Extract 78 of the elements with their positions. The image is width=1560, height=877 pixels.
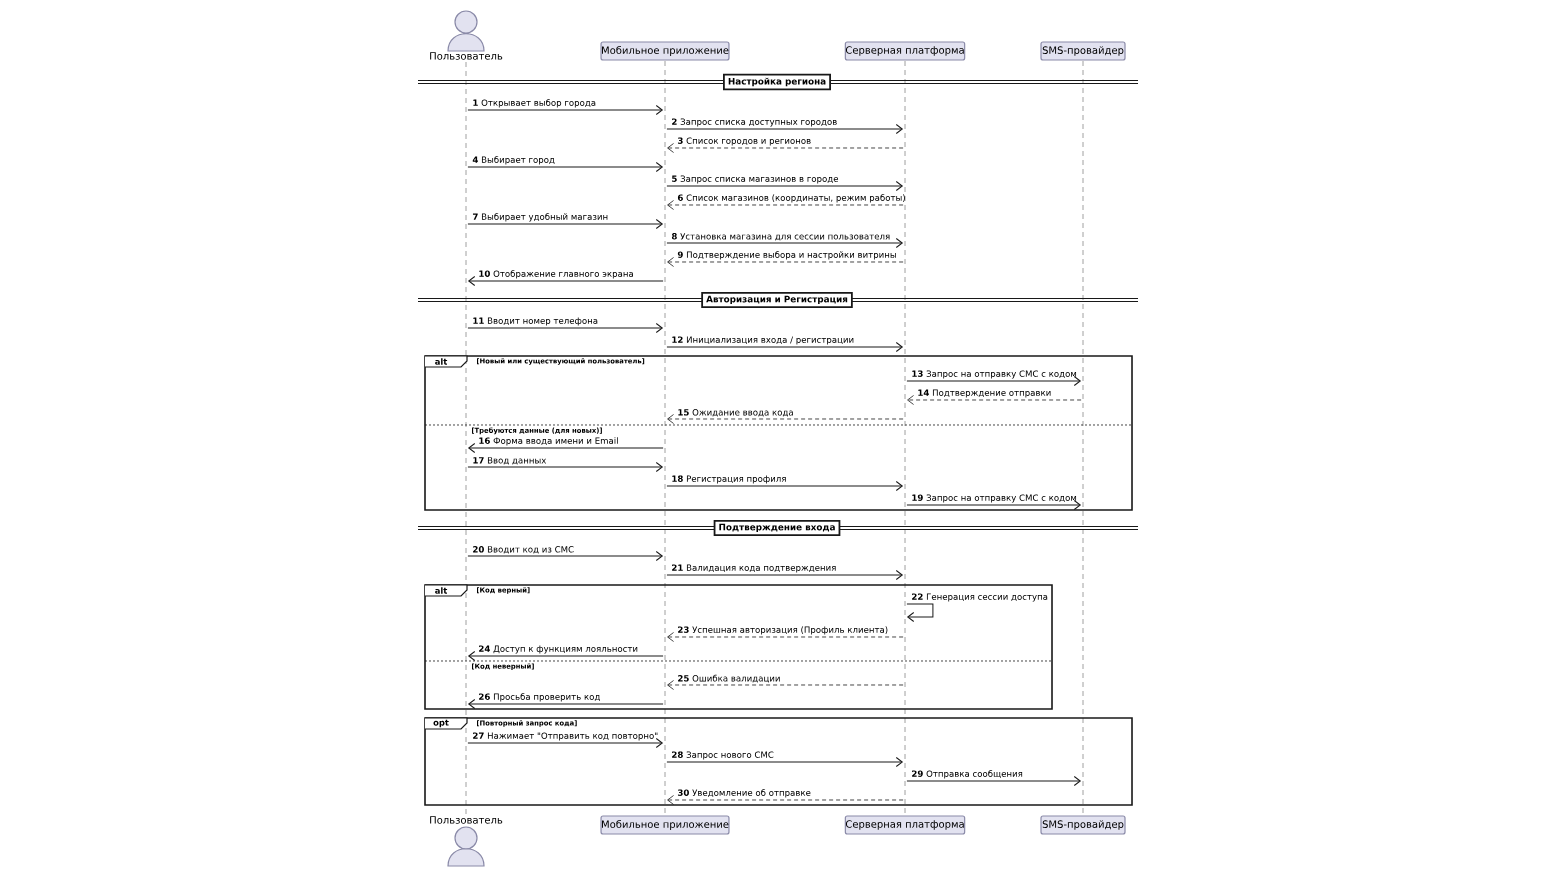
- participant-box: SMS-провайдер: [1040, 41, 1126, 61]
- edge-label: 11 Вводит номер телефона: [473, 317, 598, 326]
- edge-label: 12 Инициализация входа / регистрации: [672, 336, 854, 345]
- message-arrow: [667, 200, 904, 210]
- message-arrow: [666, 570, 903, 580]
- participant-box: Серверная платформа: [844, 815, 966, 835]
- edge-label: 21 Валидация кода подтверждения: [672, 564, 836, 573]
- message-arrow: [468, 443, 664, 453]
- message-arrow: [666, 238, 903, 248]
- edge-label: 24 Доступ к функциям лояльности: [479, 645, 638, 654]
- message-arrow: [667, 143, 904, 153]
- message-arrow: [467, 738, 663, 748]
- actor-label: Пользователь: [430, 816, 503, 824]
- message-arrow: [666, 757, 903, 767]
- participant-box: SMS-провайдер: [1040, 815, 1126, 835]
- message-arrow: [667, 795, 904, 805]
- edge-label: 29 Отправка сообщения: [912, 770, 1023, 779]
- edge-label: 7 Выбирает удобный магазин: [472, 213, 608, 222]
- edge-label: 26 Просьба проверить код: [479, 693, 600, 702]
- lifeline: [1082, 60, 1084, 816]
- message-arrow: [468, 276, 664, 286]
- edge-label: 20 Вводит код из СМС: [473, 546, 574, 554]
- message-arrow: [907, 395, 1082, 405]
- edge-label: 3 Список городов и регионов: [677, 137, 811, 146]
- message-arrow: [468, 699, 664, 709]
- edge-label: 23 Успешная авторизация (Профиль клиента): [678, 626, 888, 635]
- edge-label: 6 Список магазинов (координаты, режим работы): [677, 194, 905, 203]
- participant-box: Мобильное приложение: [600, 815, 730, 835]
- edge-label: 14 Подтверждение отправки: [918, 389, 1051, 398]
- edge-label: 1 Открывает выбор города: [473, 99, 596, 108]
- edge-label: 17 Ввод данных: [473, 457, 547, 465]
- message-arrow: [468, 651, 664, 661]
- lifeline: [904, 60, 906, 816]
- edge-label: 9 Подтверждение выбора и настройки витрины: [677, 251, 896, 260]
- message-arrow: [667, 680, 904, 690]
- message-arrow: [906, 376, 1081, 386]
- message-arrow: [667, 632, 904, 642]
- edge-label: 16 Форма ввода имени и Email: [479, 437, 618, 446]
- section-divider: Подтверждение входа: [417, 520, 1139, 536]
- message-arrow: [666, 342, 903, 352]
- message-arrow: [667, 414, 904, 424]
- message-arrow: [467, 219, 663, 229]
- self-message-arrow: [906, 603, 934, 622]
- participant-box: Серверная платформа: [844, 41, 966, 61]
- message-arrow: [467, 323, 663, 333]
- edge-label: 2 Запрос списка доступных городов: [672, 118, 837, 127]
- edge-label: 25 Ошибка валидации: [678, 674, 780, 683]
- fragment-tab: alt: [424, 355, 468, 368]
- edge-label: 10 Отображение главного экрана: [479, 270, 633, 279]
- edge-label: 13 Запрос на отправку СМС с кодом: [912, 370, 1077, 379]
- message-arrow: [467, 462, 663, 472]
- participant-box: Мобильное приложение: [600, 41, 730, 61]
- edge-label: 5 Запрос списка магазинов в городе: [672, 175, 839, 184]
- message-arrow: [667, 257, 904, 267]
- edge-label: 15 Ожидание ввода кода: [678, 409, 793, 417]
- edge-label: 22 Генерация сессии доступа: [912, 593, 1048, 602]
- fragment-tab: alt: [424, 584, 468, 597]
- message-arrow: [666, 124, 903, 134]
- actor-label: Пользователь: [430, 52, 503, 60]
- message-arrow: [467, 105, 663, 115]
- edge-label: 8 Установка магазина для сессии пользователя: [671, 233, 890, 241]
- message-arrow: [906, 500, 1081, 510]
- edge-label: 28 Запрос нового СМС: [672, 751, 774, 760]
- section-divider: Настройка региона: [417, 73, 1139, 91]
- message-arrow: [666, 181, 903, 191]
- edge-label: 19 Запрос на отправку СМС с кодом: [912, 494, 1077, 503]
- edge-label: 18 Регистрация профиля: [672, 475, 786, 484]
- edge-label: 30 Уведомление об отправке: [677, 789, 811, 798]
- message-arrow: [467, 162, 663, 172]
- lifeline: [465, 61, 467, 815]
- message-arrow: [666, 481, 903, 491]
- fragment-tab: opt: [424, 717, 468, 730]
- edge-label: 27 Нажимает "Отправить код повторно": [473, 732, 658, 741]
- message-arrow: [467, 551, 663, 561]
- section-divider: Авторизация и Регистрация: [417, 291, 1139, 308]
- message-arrow: [906, 776, 1081, 786]
- lifeline: [664, 60, 666, 816]
- edge-label: 4 Выбирает город: [472, 156, 555, 165]
